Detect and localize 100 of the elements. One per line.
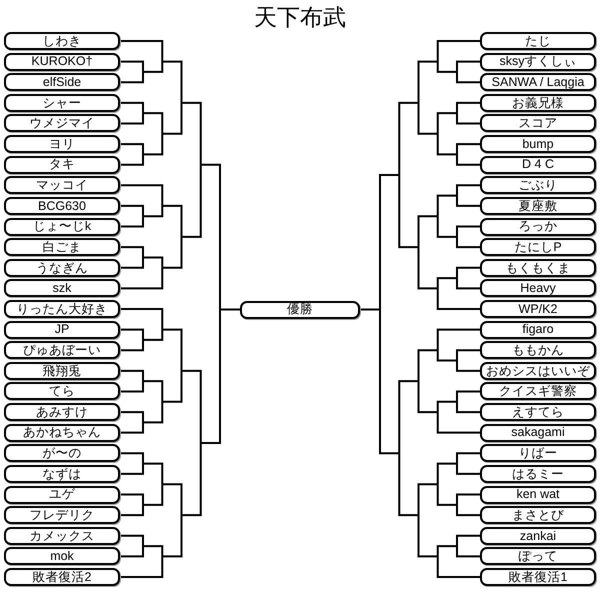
entry-box: Heavy <box>480 279 596 298</box>
bracket-line <box>360 308 381 310</box>
bracket-line <box>120 60 144 72</box>
entry-box: ヨリ <box>4 135 120 154</box>
bracket-line <box>143 134 164 156</box>
entry-box: WP/K2 <box>480 300 596 318</box>
bracket-line <box>418 102 438 135</box>
entry-box: なずは <box>4 464 120 483</box>
entry-box: うなぎん <box>4 258 120 277</box>
entry-box: bump <box>480 135 596 154</box>
bracket-line <box>436 194 457 216</box>
bracket-line <box>120 411 144 422</box>
entry-box: ぽって <box>480 547 596 566</box>
bracket-line <box>162 102 182 135</box>
bracket-line <box>436 134 457 156</box>
bracket-line <box>436 328 480 350</box>
entry-box: ろっか <box>480 218 596 236</box>
entry-box: 白ごま <box>4 238 120 256</box>
bracket-line <box>398 453 418 516</box>
bracket-line <box>182 370 202 443</box>
bracket-line <box>456 546 480 558</box>
bracket-line <box>120 422 144 434</box>
entry-box: 敗者復活2 <box>4 568 120 586</box>
bracket-line <box>456 464 480 475</box>
bracket-line <box>143 62 164 73</box>
bracket-line <box>436 62 457 73</box>
bracket-line <box>436 462 457 484</box>
bracket-line <box>456 236 480 248</box>
entry-box: JP <box>4 320 120 339</box>
bracket-line <box>398 380 418 454</box>
entry-box: タキ <box>4 156 120 174</box>
bracket-line <box>120 308 164 330</box>
entry-box: たじ <box>480 32 596 50</box>
bracket-line <box>120 113 144 124</box>
entry-box: ken wat <box>480 486 596 504</box>
entry-box: ごぶり <box>480 176 596 194</box>
bracket-line <box>120 534 144 546</box>
bracket-line <box>418 60 438 103</box>
bracket-line <box>456 266 480 278</box>
entry-box: sksyすくしぃ <box>480 52 596 71</box>
entry-box: ウメジマイ <box>4 114 120 132</box>
entry-box: D 4 C <box>480 156 596 174</box>
bracket-line <box>120 494 144 505</box>
bracket-line <box>436 484 457 506</box>
bracket-line <box>456 102 480 114</box>
bracket-line <box>143 380 164 402</box>
entry-box: ぴゅあぼーい <box>4 341 120 360</box>
entry-box: figaro <box>480 320 596 339</box>
entry-box: マッコイ <box>4 176 120 194</box>
entry-box: クイスギ警察 <box>480 382 596 400</box>
bracket-line <box>120 340 144 352</box>
entry-box: 敗者復活1 <box>480 568 596 586</box>
bracket-line <box>456 184 480 196</box>
bracket-line <box>456 534 480 546</box>
entry-box: シャー <box>4 94 120 112</box>
winner-box: 優勝 <box>240 300 360 318</box>
entry-box: 夏座敷 <box>480 196 596 215</box>
bracket-line <box>456 278 480 290</box>
bracket-line <box>143 462 164 484</box>
bracket-line <box>456 390 480 402</box>
bracket-line <box>162 236 182 269</box>
bracket-line <box>456 226 480 237</box>
bracket-line <box>162 204 182 237</box>
bracket-line <box>120 102 144 114</box>
bracket-line <box>143 545 164 556</box>
bracket-line <box>120 72 144 84</box>
entry-box: まさとび <box>480 506 596 524</box>
bracket-line <box>120 452 144 464</box>
bracket-line <box>120 370 144 382</box>
bracket-line <box>436 412 480 434</box>
bracket-line <box>436 112 457 134</box>
bracket-line <box>379 309 400 454</box>
bracket-line <box>120 204 144 216</box>
bracket-line <box>162 370 182 403</box>
entry-box: あかねちゃん <box>4 424 120 442</box>
bracket-line <box>162 515 182 558</box>
bracket-line <box>398 175 418 248</box>
bracket-line <box>456 143 480 154</box>
bracket-line <box>418 247 438 290</box>
entry-box: えすてら <box>480 403 596 422</box>
bracket-line <box>182 164 202 238</box>
bracket-line <box>456 72 480 84</box>
bracket-line <box>456 360 480 372</box>
bracket-line <box>143 330 164 341</box>
entry-box: elfSide <box>4 73 120 92</box>
bracket-line <box>456 504 480 516</box>
bracket-line <box>436 216 457 238</box>
entry-box: szk <box>4 279 120 298</box>
entry-box: てら <box>4 382 120 400</box>
bracket-line <box>143 256 164 268</box>
bracket-line <box>182 443 202 516</box>
entry-box: お義兄様 <box>480 94 596 112</box>
entry-box: が〜の <box>4 444 120 462</box>
bracket-line <box>379 174 400 309</box>
entry-box: 飛翔兎 <box>4 362 120 380</box>
bracket-line <box>456 60 480 72</box>
entry-box: カメックス <box>4 526 120 545</box>
entry-box: BCG630 <box>4 196 120 215</box>
bracket-line <box>418 381 438 414</box>
bracket-line <box>456 494 480 505</box>
